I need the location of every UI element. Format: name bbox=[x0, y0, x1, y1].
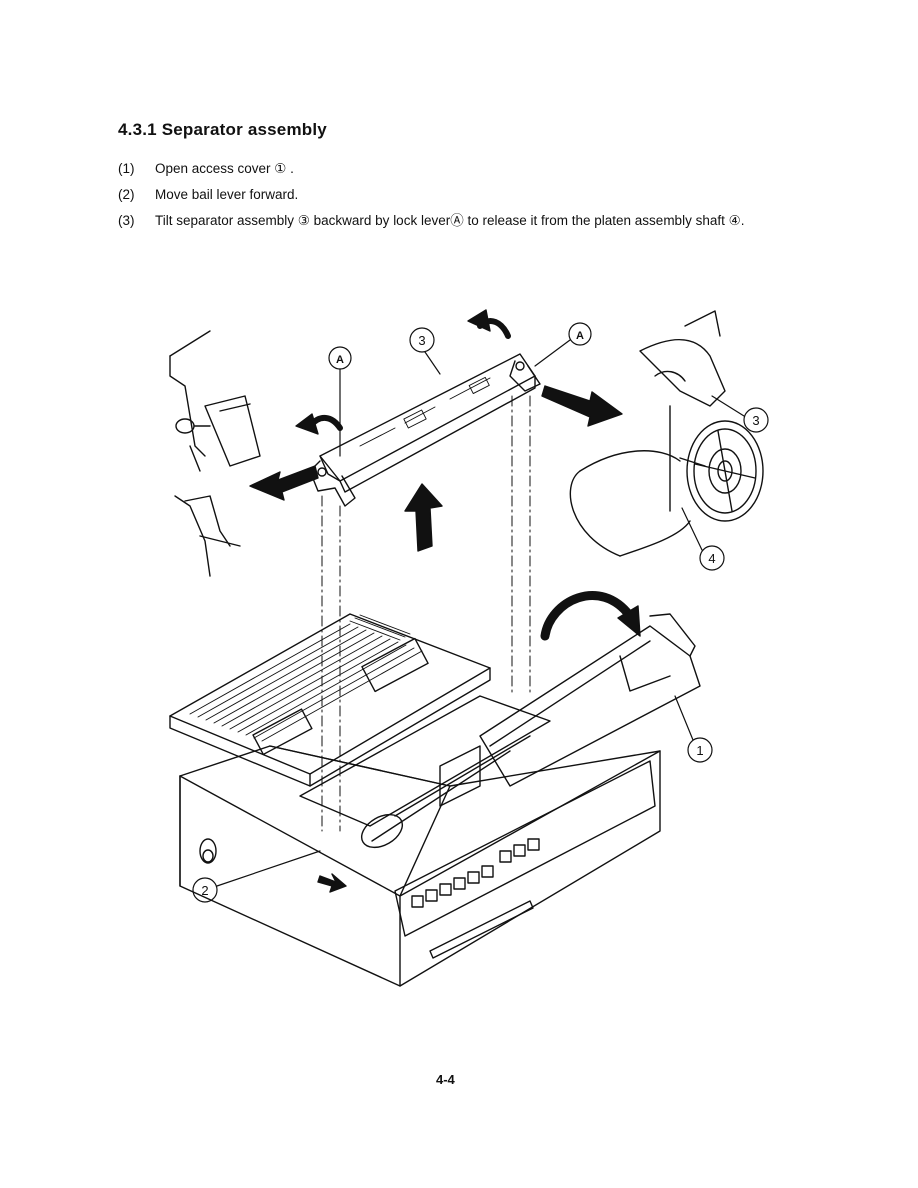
step-text: Move bail lever forward. bbox=[155, 187, 299, 202]
platen-area bbox=[299, 695, 551, 849]
step-number: (2) bbox=[118, 187, 135, 202]
separator-assembly bbox=[309, 353, 541, 507]
callout-label: 4 bbox=[708, 551, 715, 566]
page-title: 4.3.1 Separator assembly bbox=[118, 120, 327, 139]
step-1: (1) Open access cover ① . bbox=[118, 158, 798, 179]
step-3: (3) Tilt separator assembly ③ backward b… bbox=[118, 210, 798, 231]
callout-label: 1 bbox=[696, 743, 703, 758]
disassembly-figure: A 3 A 3 4 1 2 bbox=[150, 296, 790, 1001]
callout-circle bbox=[743, 407, 769, 433]
control-buttons bbox=[411, 838, 540, 908]
callout-circle bbox=[192, 877, 218, 903]
callout-label: A bbox=[336, 354, 344, 366]
left-detail bbox=[169, 330, 261, 577]
lift-arrow bbox=[404, 483, 443, 552]
right-detail bbox=[569, 310, 764, 557]
release-arrows bbox=[249, 385, 623, 501]
callouts bbox=[192, 322, 769, 903]
step-number: (1) bbox=[118, 161, 135, 176]
step-list: (1) Open access cover ① . (2) Move bail … bbox=[118, 158, 798, 236]
access-cover bbox=[479, 613, 701, 787]
bail-lever-arrow bbox=[317, 873, 347, 893]
callout-circle bbox=[687, 737, 713, 763]
paper-guide bbox=[169, 613, 491, 787]
rotate-arrow bbox=[540, 591, 641, 641]
printer-illustration: A 3 A 3 4 1 2 bbox=[169, 309, 769, 987]
page-number: 4-4 bbox=[436, 1072, 455, 1087]
step-text: Open access cover ① . bbox=[155, 161, 294, 176]
callout-label: 3 bbox=[418, 333, 425, 348]
callout-circle bbox=[699, 545, 725, 571]
step-text: Tilt separator assembly ③ backward by lo… bbox=[155, 213, 745, 228]
callout-label: A bbox=[576, 330, 584, 342]
callout-circle bbox=[409, 327, 435, 353]
printer-body bbox=[179, 745, 661, 987]
callout-label: 2 bbox=[201, 883, 208, 898]
alignment-lines bbox=[321, 395, 531, 832]
callout-label: 3 bbox=[752, 413, 759, 428]
tilt-arrows bbox=[295, 309, 511, 435]
callout-circle bbox=[568, 322, 592, 346]
step-number: (3) bbox=[118, 213, 135, 228]
step-2: (2) Move bail lever forward. bbox=[118, 184, 798, 205]
